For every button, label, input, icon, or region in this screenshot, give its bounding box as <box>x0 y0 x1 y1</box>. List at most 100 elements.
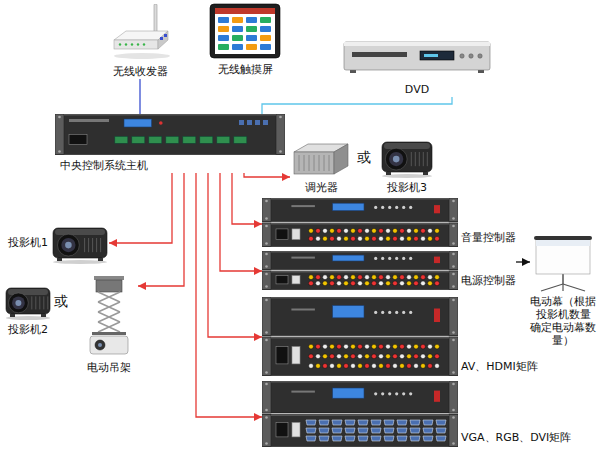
node-label: VGA、RGB、DVI矩阵 <box>461 431 571 448</box>
art-part <box>536 240 590 246</box>
art-part <box>393 281 398 286</box>
art-part <box>344 354 349 359</box>
art-part <box>215 8 275 54</box>
art-part <box>365 364 370 369</box>
art-part <box>262 198 458 222</box>
art-part <box>379 344 384 349</box>
art-part <box>239 120 244 125</box>
art-part <box>55 114 64 155</box>
node-label: DVD <box>405 83 429 97</box>
art-part <box>562 284 563 291</box>
art-part <box>452 383 455 386</box>
art-part <box>452 442 455 445</box>
art-part <box>402 311 405 314</box>
art-part <box>98 322 120 332</box>
art-part <box>291 309 315 311</box>
art-part <box>279 116 282 119</box>
art-part <box>388 257 391 260</box>
connector <box>232 173 262 224</box>
art-part <box>423 428 433 433</box>
art-part <box>304 155 305 171</box>
av-hdmi-matrix: AV、HDMI矩阵 <box>262 297 538 377</box>
art-part <box>309 281 314 286</box>
art-part <box>164 34 167 37</box>
art-part <box>536 240 590 274</box>
art-part <box>9 293 29 313</box>
art-part <box>379 364 384 369</box>
art-part <box>435 281 440 286</box>
art-part <box>217 136 230 143</box>
art-part <box>435 364 440 369</box>
art-part <box>218 44 229 50</box>
art-part <box>393 344 398 349</box>
power-controller-art <box>262 251 458 291</box>
art-part <box>65 242 72 249</box>
connector <box>516 261 530 262</box>
art-part <box>271 381 449 383</box>
art-part <box>41 314 46 317</box>
projector-art <box>4 282 52 320</box>
art-part <box>166 136 179 143</box>
art-part <box>435 354 440 359</box>
art-part <box>271 297 449 299</box>
art-part <box>428 275 433 280</box>
art-part <box>319 428 329 433</box>
art-part <box>215 8 275 14</box>
art-part <box>265 265 268 268</box>
art-part <box>334 144 348 174</box>
art-part <box>449 297 458 336</box>
art-part <box>452 217 455 220</box>
art-part <box>262 381 271 413</box>
art-part <box>411 152 412 166</box>
art-part <box>371 420 381 425</box>
art-part <box>449 415 458 447</box>
art-part <box>232 35 243 41</box>
art-part <box>388 206 391 209</box>
art-part <box>407 228 412 233</box>
art-part <box>143 43 145 45</box>
art-part <box>183 136 196 143</box>
art-part <box>265 442 268 445</box>
art-part <box>119 43 121 45</box>
art-part <box>452 299 455 302</box>
art-part <box>279 150 282 153</box>
art-part <box>332 428 342 433</box>
art-part <box>35 296 36 309</box>
art-part <box>428 236 433 241</box>
art-part <box>291 257 315 259</box>
art-part <box>393 364 398 369</box>
art-part <box>449 198 458 222</box>
art-part <box>316 236 321 241</box>
art-part <box>100 238 101 252</box>
art-part <box>351 228 356 233</box>
art-part <box>98 292 120 302</box>
art-part <box>332 436 342 441</box>
art-part <box>265 416 268 419</box>
art-part <box>410 428 420 433</box>
art-part <box>324 155 325 171</box>
art-part <box>260 44 271 50</box>
art-part <box>372 275 377 280</box>
art-part <box>452 265 455 268</box>
art-part <box>262 198 271 222</box>
art-part <box>96 280 122 292</box>
art-part <box>316 364 321 369</box>
art-part <box>98 322 120 332</box>
art-part <box>395 311 398 314</box>
art-part <box>452 285 455 288</box>
art-part <box>421 344 426 349</box>
art-part <box>407 281 412 286</box>
art-part <box>410 420 420 425</box>
art-part <box>319 155 320 171</box>
art-part <box>388 392 391 395</box>
art-part <box>452 242 455 245</box>
projection-screen: 电动幕（根据投影机数量 确定电动幕数量） <box>530 232 596 347</box>
art-part <box>386 364 391 369</box>
art-part <box>435 275 440 280</box>
dvd-player-art <box>342 34 492 80</box>
art-part <box>541 284 563 291</box>
connector <box>139 79 140 114</box>
av-hdmi-matrix-art <box>262 297 458 377</box>
art-part <box>384 428 394 433</box>
art-part <box>358 236 363 241</box>
